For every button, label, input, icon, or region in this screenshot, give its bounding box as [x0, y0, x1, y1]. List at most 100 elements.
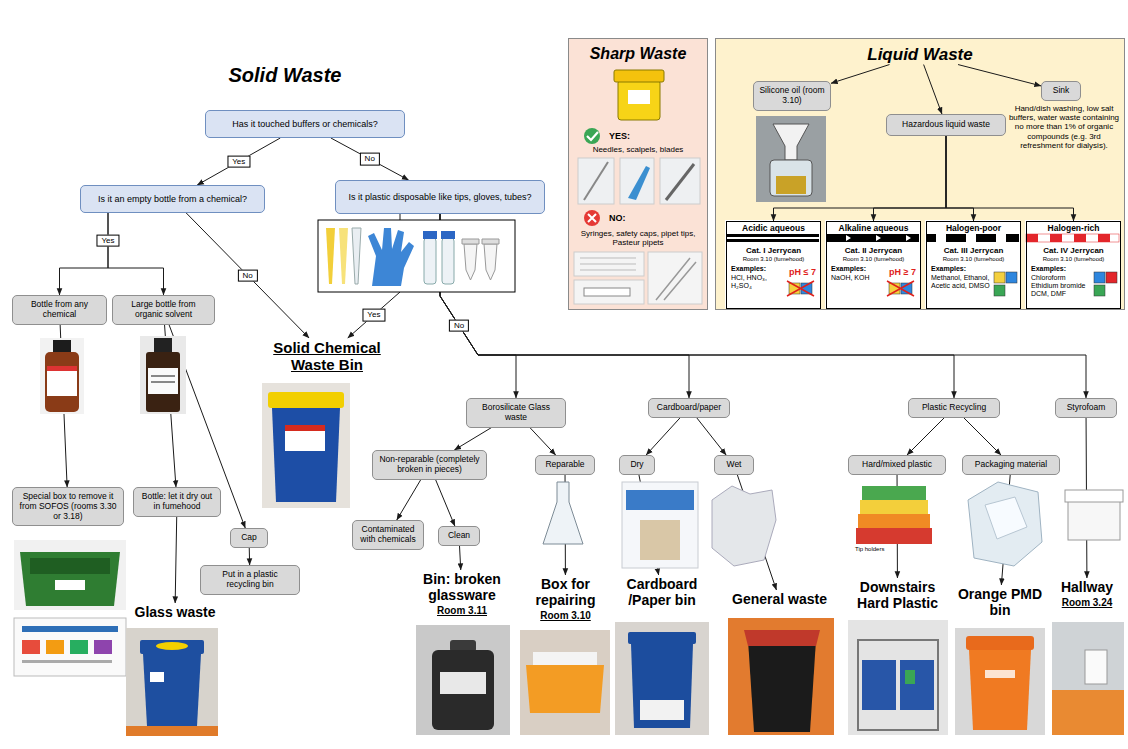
- tip-holder-photo: [856, 528, 932, 544]
- decision-box: Is it an empty bottle from a chemical?: [80, 185, 265, 213]
- edge-label: Yes: [227, 155, 250, 168]
- process-box: Non-reparable (completely broken in piec…: [372, 450, 487, 480]
- sharps-container-photo: [614, 70, 664, 82]
- glass-waste-bin-photo: [126, 726, 218, 736]
- node-text: Packaging material: [968, 460, 1054, 470]
- cardboard-bin-photo: [615, 622, 709, 735]
- node-text: Styrofoam: [1061, 403, 1111, 413]
- node-text: Room 3.10: [520, 610, 611, 622]
- hard-plastic-cart-photo: [862, 660, 896, 710]
- sharp-items-photos: [660, 158, 700, 204]
- cardboard-bin-photo: [615, 622, 709, 735]
- node-text: Cat. IV Jerrycan: [1027, 246, 1120, 255]
- sharps-container-photo: [614, 70, 664, 120]
- connector-arrow: [958, 65, 1041, 86]
- glass-waste-bin-photo: [156, 642, 188, 650]
- jerrycan-bands: [726, 237, 819, 239]
- panel-backgrounds: [1025, 220, 1120, 308]
- pmd-bin-photo: [955, 628, 1045, 735]
- plastic-disposables-picture: [464, 244, 477, 280]
- collection-box-photo: [70, 640, 88, 654]
- process-box: Dry: [619, 455, 655, 475]
- plastic-disposables-picture: [442, 238, 454, 284]
- node-text: Non-reparable (completely broken in piec…: [378, 455, 481, 475]
- process-box: Put in a plastic recycling bin: [200, 565, 300, 595]
- plastic-disposables-picture: [318, 220, 515, 292]
- node-text: Room 3.10 (fumehood): [827, 256, 920, 263]
- node-text: Halogen-poor: [927, 224, 1020, 234]
- repair-box-photo: [520, 630, 610, 735]
- wet-paper-photo: [712, 486, 776, 566]
- process-box: Hard/mixed plastic: [848, 455, 946, 475]
- pmd-bin-photo: [969, 650, 1031, 730]
- sharp-items-photos: [628, 166, 650, 200]
- hallway-photo: [1052, 690, 1124, 735]
- node-text: Examples:: [731, 265, 787, 273]
- node-text: Bottle: let it dry out in fumehood: [139, 492, 215, 512]
- yes-check-icon: [584, 128, 600, 144]
- node-text: General waste: [724, 591, 835, 607]
- cardboard-bin-photo: [640, 700, 684, 720]
- chemical-waste-bin-photo: [268, 392, 344, 408]
- connector-arrow: [454, 428, 491, 450]
- node-text: Bin: broken glassware: [414, 571, 510, 603]
- hard-plastic-cart-photo: [848, 620, 948, 735]
- node-text: Cat. III Jerrycan: [927, 246, 1020, 255]
- plastic-disposables-picture: [424, 238, 436, 284]
- chemical-waste-bin-photo: [262, 383, 350, 508]
- solvent-bottle-photo: [148, 368, 178, 394]
- general-waste-bin-photo: [728, 618, 834, 735]
- no-cross-icon: [584, 210, 600, 226]
- edge-label: Yes: [362, 309, 385, 322]
- hazard-icons: [887, 281, 914, 296]
- bin-label: Downstairs Hard Plastic: [845, 578, 950, 612]
- tip-holder-photo: [856, 486, 932, 544]
- repair-box-photo: [520, 630, 610, 735]
- silicone-oil-photo: [773, 124, 809, 160]
- node-text: Examples:: [931, 265, 987, 273]
- node-text: Dry: [625, 460, 649, 470]
- jerrycan-card: Halogen-richCat. IV JerrycanRoom 3.10 (f…: [1026, 221, 1121, 309]
- node-text: HCl, HNO₃, H₂SO₄: [731, 274, 785, 290]
- pmd-bin-photo: [955, 628, 1045, 735]
- cardboard-bin-photo: [628, 632, 696, 644]
- waste-panel: Liquid WasteSilicone oil (room 3.10)Haza…: [715, 38, 1125, 310]
- hallway-photo: [1085, 650, 1107, 684]
- node-text: Solid Chemical Waste Bin: [264, 339, 390, 374]
- connector-arrow: [60, 213, 109, 295]
- plastic-disposables-picture: [318, 220, 515, 292]
- plastic-disposables-picture: [352, 228, 361, 284]
- edge-label: No: [360, 153, 380, 166]
- node-text: Cardboard /Paper bin: [614, 576, 710, 608]
- jerrycan-card: Halogen-poorCat. III JerrycanRoom 3.10 (…: [926, 221, 1021, 309]
- non-sharp-items-photos: [574, 252, 702, 304]
- edge-label: Yes: [96, 234, 119, 247]
- chemical-bottle-photo: [53, 340, 71, 352]
- connector-arrow: [831, 65, 889, 84]
- tip-holder-photo: [858, 514, 930, 528]
- process-box: Clean: [438, 526, 480, 546]
- node-text: Put in a plastic recycling bin: [206, 570, 294, 590]
- node-text: Is it an empty bottle from a chemical?: [87, 194, 258, 204]
- process-box: Wet: [714, 455, 754, 475]
- node-text: Hazardous liquid waste: [892, 120, 1000, 130]
- jerrycan-bands: [936, 234, 1006, 242]
- repair-box-photo: [526, 665, 604, 713]
- process-box: Special box to remove it from SOFOS (roo…: [12, 487, 124, 526]
- styrofoam-photo: [1065, 490, 1123, 502]
- sharp-items-photos: [578, 158, 614, 204]
- tip-holder-photo: [862, 486, 926, 500]
- hazard-icons: [1006, 272, 1017, 283]
- chemical-bottle-photo: [40, 338, 84, 414]
- sharp-items-photos: [620, 158, 654, 204]
- pmd-bin-photo: [966, 636, 1034, 650]
- collection-box-photo: [22, 640, 40, 654]
- plastic-disposables-picture: [368, 228, 414, 286]
- chemical-waste-bin-photo: [262, 383, 350, 508]
- bin-label: General waste: [722, 590, 837, 608]
- general-waste-bin-photo: [728, 618, 834, 735]
- node-text: Reparable: [541, 460, 589, 470]
- node-text: Examples:: [1031, 265, 1087, 273]
- jerrycan-bands: [846, 235, 911, 241]
